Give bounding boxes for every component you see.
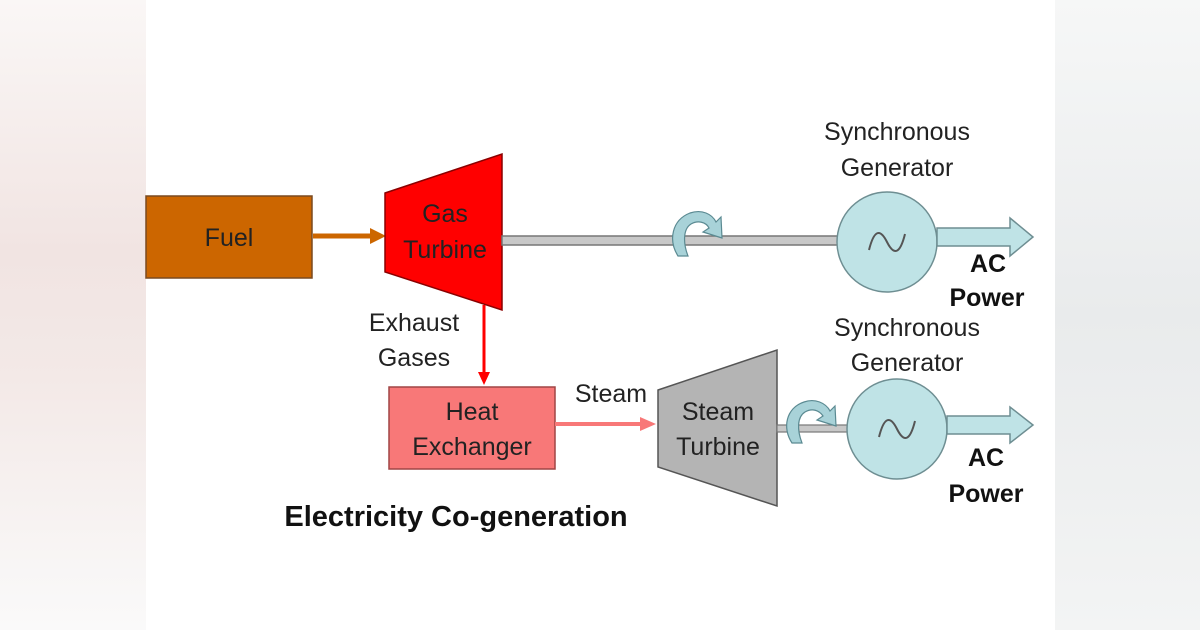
generator-top: [836, 191, 938, 293]
heat-exchanger-label-line2: Exchanger: [412, 433, 532, 461]
steam-turbine-label-line2: Turbine: [676, 433, 760, 461]
ac-power-top-line1: AC: [970, 250, 1006, 278]
generator-bottom: [846, 378, 948, 480]
ac-power-bottom-line2: Power: [948, 480, 1023, 508]
generator-top-label-line2: Generator: [841, 154, 954, 182]
generator-top-label-line1: Synchronous: [824, 118, 970, 146]
fuel-arrow: [313, 228, 386, 244]
exhaust-label-line2: Gases: [378, 344, 450, 372]
gas-turbine-label-line1: Gas: [422, 200, 468, 228]
right-margin: [1055, 0, 1200, 630]
fuel-label: Fuel: [205, 224, 254, 252]
ac-power-arrow-bottom: [946, 405, 1035, 445]
steam-turbine: Steam Turbine: [657, 348, 778, 508]
heat-exchanger: Heat Exchanger: [388, 386, 556, 470]
exhaust-arrow: [478, 305, 490, 385]
ac-power-top-line2: Power: [949, 284, 1024, 312]
generator-bottom-label-line1: Synchronous: [834, 314, 980, 342]
generator-bottom-label-line2: Generator: [851, 349, 964, 377]
rotation-arrow-top-icon: [672, 210, 723, 257]
left-margin: [0, 0, 146, 630]
fuel-box: Fuel: [145, 195, 313, 279]
steam-turbine-label-line1: Steam: [682, 398, 754, 426]
top-shaft: [501, 235, 839, 246]
sine-wave-icon: [878, 419, 916, 439]
ac-power-bottom-line1: AC: [968, 444, 1004, 472]
steam-label: Steam: [575, 380, 647, 408]
exhaust-label-line1: Exhaust: [369, 309, 459, 337]
ac-power-arrow-top: [936, 216, 1035, 258]
sine-wave-icon: [868, 232, 906, 252]
gas-turbine: Gas Turbine: [384, 152, 503, 312]
heat-exchanger-label-line1: Heat: [446, 398, 499, 426]
diagram-title: Electricity Co-generation: [284, 501, 627, 533]
steam-arrow: [555, 417, 656, 431]
rotation-arrow-bottom-icon: [786, 399, 837, 444]
gas-turbine-label-line2: Turbine: [403, 236, 487, 264]
